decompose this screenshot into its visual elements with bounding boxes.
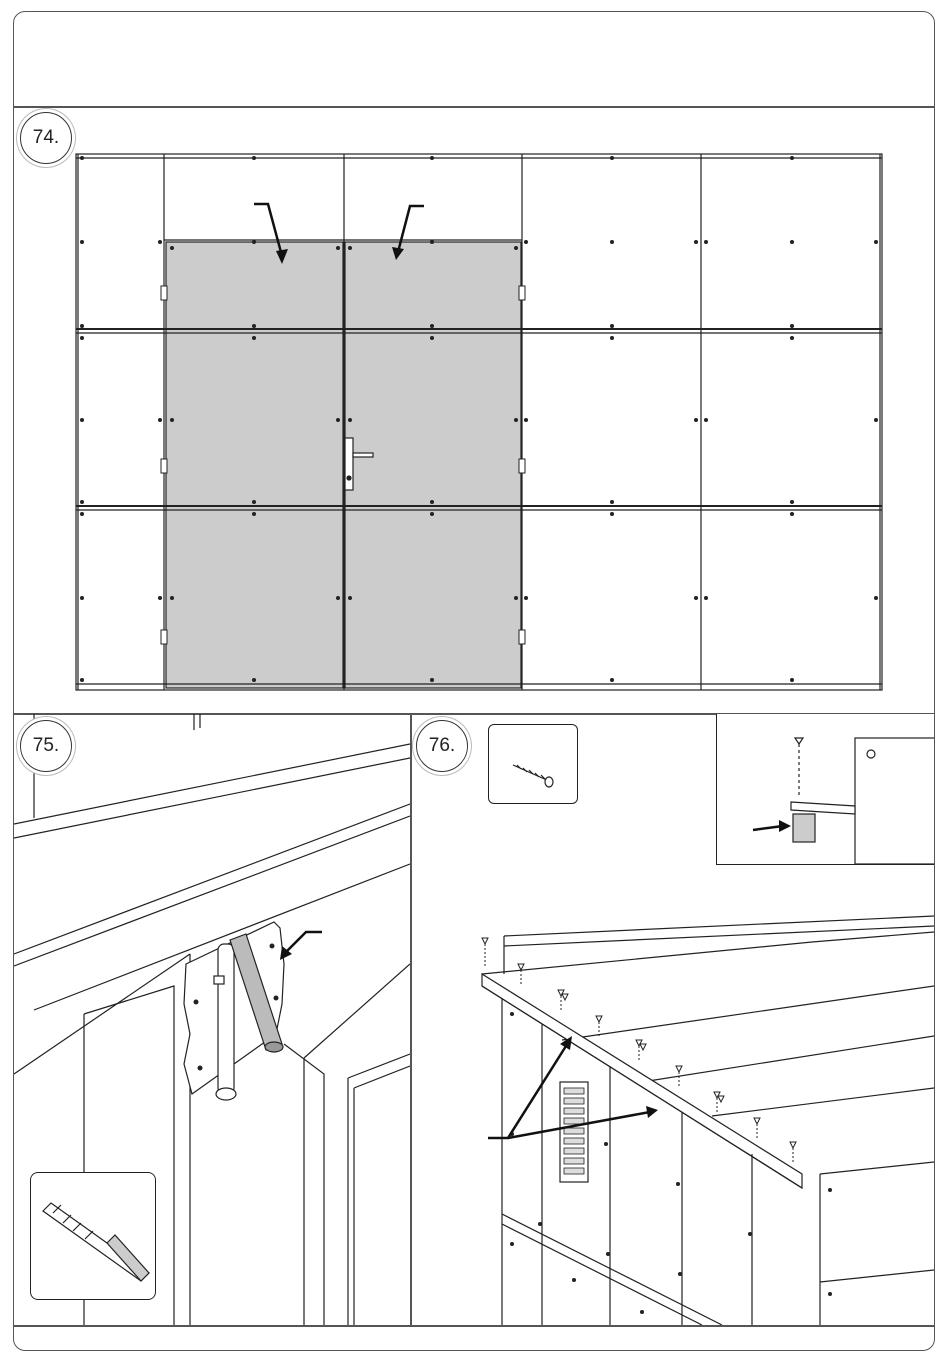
drill-bit-inset bbox=[30, 1172, 156, 1300]
step-74-elevation-drawing bbox=[14, 106, 934, 714]
door-leaf-left bbox=[166, 242, 343, 688]
arrow-icon bbox=[286, 932, 322, 952]
divider-top bbox=[14, 106, 934, 108]
step-76-fascia-drawing bbox=[412, 714, 934, 1325]
door-leaf-right bbox=[345, 242, 521, 688]
drill-bit-icon bbox=[31, 1173, 155, 1299]
step-74-panel: 74. bbox=[14, 106, 934, 714]
step-75-badge: 75. bbox=[20, 720, 72, 772]
step-74-badge: 74. bbox=[20, 112, 72, 164]
step-76-panel: 76. bbox=[412, 714, 934, 1325]
step-75-panel: 75. bbox=[14, 714, 410, 1325]
step-76-badge: 76. bbox=[416, 720, 468, 772]
divider-bottom bbox=[14, 1325, 934, 1327]
